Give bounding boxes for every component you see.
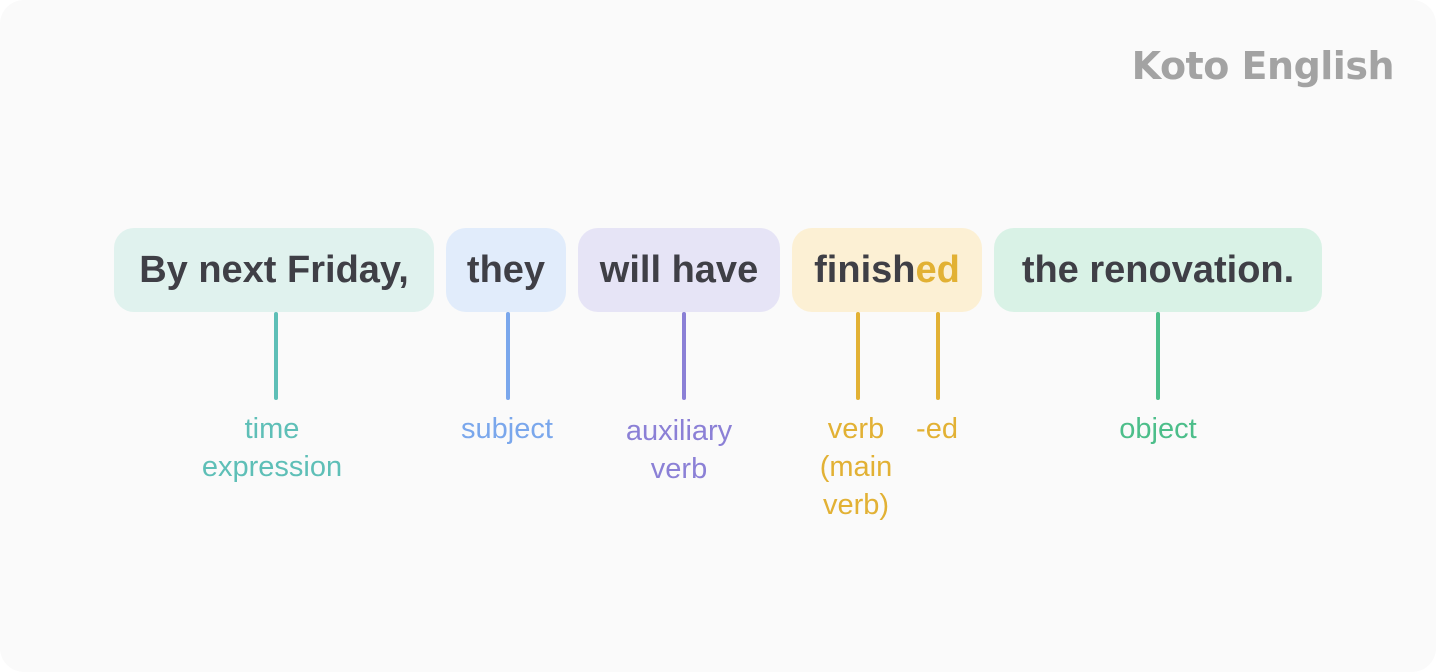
brand-logo: Koto English <box>1131 44 1395 88</box>
label-object: object <box>1119 413 1197 445</box>
chip-auxiliary-verb: will have <box>578 228 780 312</box>
label-auxiliary-verb: auxiliary verb <box>625 415 733 485</box>
label-subject: subject <box>461 413 553 445</box>
chip-text: the renovation. <box>1021 248 1295 291</box>
connector-ed-suffix <box>936 312 940 400</box>
chip-subject: they <box>446 228 566 312</box>
connector-subject <box>506 312 510 400</box>
label-ed-suffix: -ed <box>916 413 958 445</box>
chip-text: By next Friday, <box>139 248 409 291</box>
label-main-verb: verb (main verb) <box>819 413 893 521</box>
verb-stem: finish <box>814 248 916 291</box>
connector-main-verb <box>856 312 860 400</box>
connector-object <box>1156 312 1160 400</box>
chip-text: will have <box>599 248 759 291</box>
chip-text: they <box>466 248 546 291</box>
chip-time-expression: By next Friday, <box>114 228 434 312</box>
connector-time-expression <box>274 312 278 400</box>
connector-auxiliary-verb <box>682 312 686 400</box>
chip-object: the renovation. <box>994 228 1322 312</box>
label-time-expression: time expression <box>201 413 343 483</box>
verb-suffix: ed <box>915 248 960 291</box>
